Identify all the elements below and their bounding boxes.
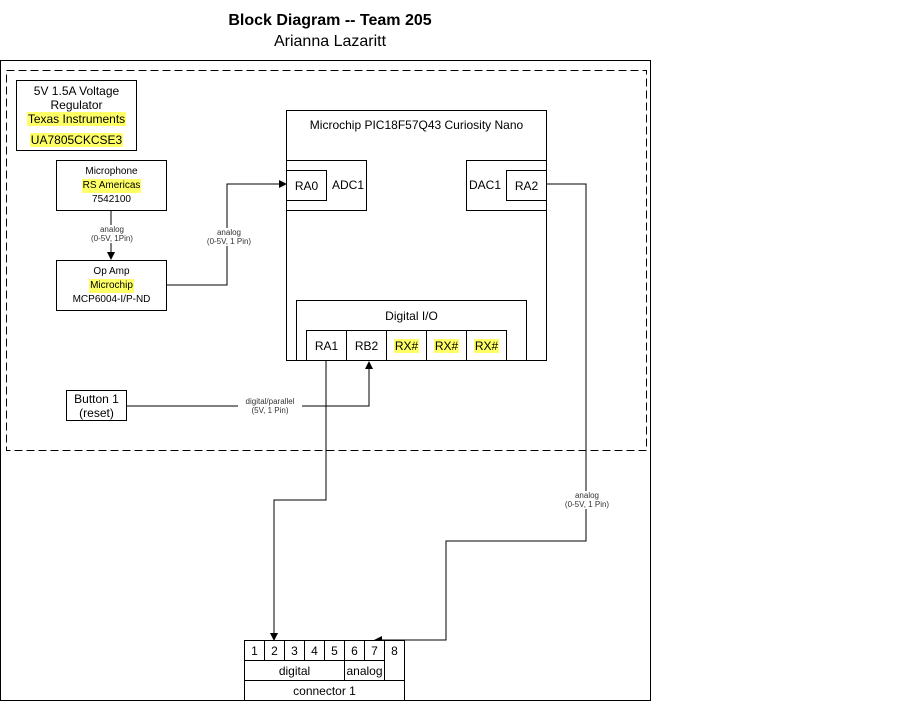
author-text: Arianna Lazaritt: [273, 33, 387, 50]
connector-group-analog-label: analog: [346, 663, 383, 678]
connector-pin-1: 1: [244, 640, 265, 661]
digital-io-title: Digital I/O: [297, 308, 526, 324]
pin-rb2: RB2: [346, 330, 387, 361]
label-ra2-conn-spec: (0-5V, 1 Pin): [564, 500, 610, 509]
connector-pin-5: 5: [324, 640, 345, 661]
label-mic-opamp-spec: (0-5V, 1Pin): [91, 234, 133, 243]
label-ra2-conn: analog (0-5V, 1 Pin): [561, 491, 613, 509]
connector-pin-5-label: 5: [331, 643, 338, 658]
pin-rx-3-label: RX#: [473, 338, 500, 353]
label-button-rb2-spec: (5V, 1 Pin): [251, 406, 289, 415]
connector-pin-6-label: 6: [351, 643, 358, 658]
pin-ra1-label: RA1: [314, 338, 339, 353]
pin-ra2: RA2: [506, 170, 547, 201]
digital-io-text: Digital I/O: [385, 309, 438, 323]
connector-pin-2: 2: [264, 640, 285, 661]
opamp-part: MCP6004-I/P-ND: [72, 293, 151, 305]
dac1-text: DAC1: [468, 178, 501, 192]
opamp-manufacturer: Microchip: [89, 278, 134, 293]
connector-pin-3-label: 3: [291, 643, 298, 658]
regulator-line2: Regulator: [50, 98, 103, 112]
connector-pin-4: 4: [304, 640, 325, 661]
label-opamp-ra0: analog (0-5V, 1 Pin): [202, 228, 256, 246]
button-block: Button 1 (reset): [66, 390, 127, 421]
connector-pin-4-label: 4: [311, 643, 318, 658]
connector-name-label: connector 1: [293, 683, 356, 698]
regulator-line1: 5V 1.5A Voltage: [33, 84, 120, 98]
label-opamp-ra0-spec: (0-5V, 1 Pin): [206, 237, 252, 246]
dac1-label: DAC1: [465, 177, 505, 193]
pin-rx-1: RX#: [386, 330, 427, 361]
connector-group-digital: digital: [244, 660, 345, 681]
connector-pin-8-label: 8: [391, 644, 398, 658]
opamp-block: Op Amp Microchip MCP6004-I/P-ND: [56, 260, 167, 311]
pin-ra2-label: RA2: [514, 178, 539, 193]
connector-pin-2-label: 2: [271, 643, 278, 658]
pin-ra1: RA1: [306, 330, 347, 361]
mcu-title-text: Microchip PIC18F57Q43 Curiosity Nano: [309, 118, 524, 132]
label-mic-opamp: analog (0-5V, 1Pin): [86, 225, 138, 243]
pin-rx-2-label: RX#: [433, 338, 460, 353]
mcu-title: Microchip PIC18F57Q43 Curiosity Nano: [287, 117, 546, 133]
pin-ra0: RA0: [286, 170, 327, 201]
microphone-part: 7542100: [92, 193, 131, 205]
connector-pin-8: 8: [384, 640, 405, 681]
voltage-regulator-block: 5V 1.5A Voltage Regulator Texas Instrume…: [16, 80, 137, 151]
label-button-rb2: digital/parallel (5V, 1 Pin): [238, 397, 302, 415]
microphone-name: Microphone: [85, 165, 138, 177]
opamp-name: Op Amp: [93, 265, 130, 277]
connector-pin-7: 7: [364, 640, 385, 661]
connector-pin-7-label: 7: [371, 643, 378, 658]
pin-ra0-label: RA0: [294, 178, 319, 193]
pin-rx-3: RX#: [466, 330, 507, 361]
connector-group-analog: analog: [344, 660, 385, 681]
connector-group-digital-label: digital: [278, 663, 311, 678]
wire-button-rb2: [127, 361, 373, 407]
label-mic-opamp-type: analog: [99, 225, 125, 234]
microphone-block: Microphone RS Americas 7542100: [56, 160, 167, 211]
pin-rb2-label: RB2: [354, 338, 379, 353]
microphone-manufacturer: RS Americas: [81, 178, 142, 193]
pin-rx-1-label: RX#: [393, 338, 420, 353]
connector-pin-3: 3: [284, 640, 305, 661]
button-line2: (reset): [79, 405, 114, 420]
wire-ra1-conn: [270, 360, 327, 641]
connector-name: connector 1: [244, 680, 405, 701]
page-title: Block Diagram -- Team 205: [200, 12, 460, 30]
connector-pin-6: 6: [344, 640, 365, 661]
label-button-rb2-type: digital/parallel: [245, 397, 295, 406]
button-line1: Button 1: [74, 391, 119, 406]
title-text: Block Diagram -- Team 205: [228, 12, 432, 29]
label-opamp-ra0-type: analog: [216, 228, 242, 237]
adc1-text: ADC1: [331, 178, 364, 192]
regulator-manufacturer: Texas Instruments: [26, 112, 127, 126]
pin-rx-2: RX#: [426, 330, 467, 361]
connector-pin-1-label: 1: [251, 643, 258, 658]
regulator-part: UA7805CKCSE3: [29, 133, 124, 147]
wire-ra2-conn: [374, 183, 587, 644]
author-name: Arianna Lazaritt: [230, 33, 430, 51]
adc1-label: ADC1: [328, 177, 368, 193]
label-ra2-conn-type: analog: [574, 491, 600, 500]
